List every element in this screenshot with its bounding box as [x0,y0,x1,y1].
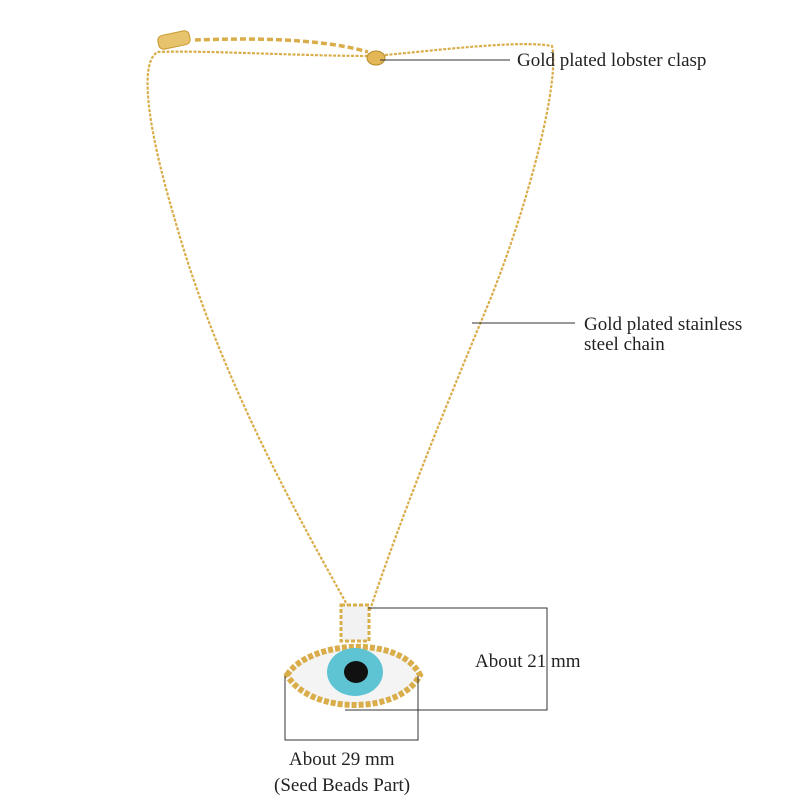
pendant-bail [339,603,371,643]
extender-chain [194,37,369,54]
annotation-lines [284,59,575,741]
width-label: About 29 mm [289,749,395,770]
chain-left [146,50,373,611]
lobster-clasp [366,50,386,66]
chain-label-line2: steel chain [584,334,665,355]
clasp-label: Gold plated lobster clasp [517,50,707,71]
chain-right [368,43,555,611]
logo-tag [157,30,191,50]
width-sublabel: (Seed Beads Part) [274,775,411,796]
pupil [344,661,368,683]
height-label: About 21 mm [475,651,581,672]
chain-label-line1: Gold plated stainless [584,314,743,335]
